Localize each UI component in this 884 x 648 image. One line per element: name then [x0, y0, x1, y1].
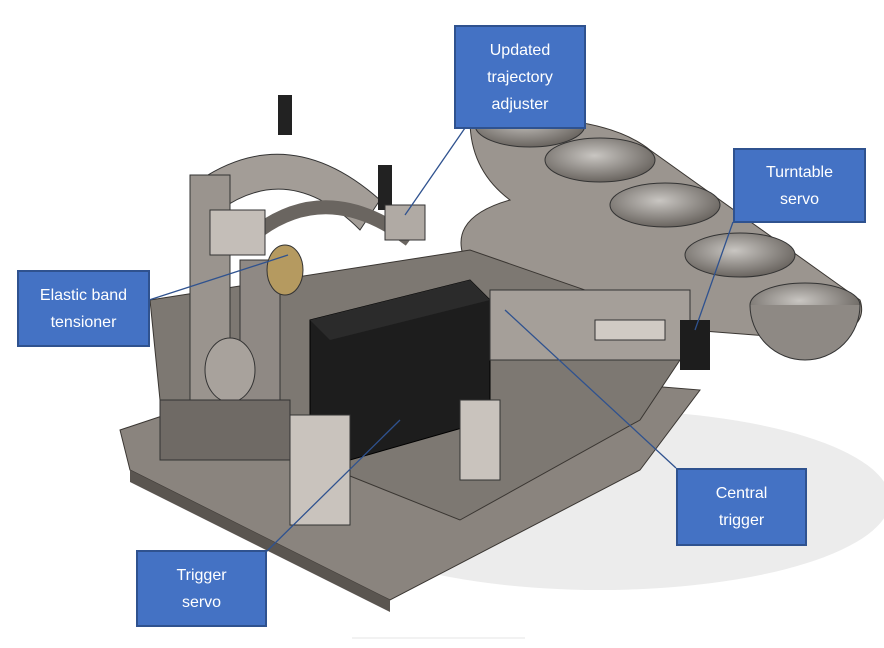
leader-lines [148, 127, 734, 553]
turntable-servo [680, 320, 710, 370]
cylinder [204, 337, 256, 403]
base-block [159, 399, 291, 461]
trigger-linkage [594, 319, 666, 341]
callout-trajectory-adjuster: Updated trajectory adjuster [454, 25, 586, 129]
turntable-cups [474, 102, 861, 361]
tensioner-block [209, 209, 266, 256]
servo-mount [289, 414, 351, 526]
bolt [278, 95, 292, 135]
bolt [378, 165, 392, 210]
callout-central-trigger: Central trigger [676, 468, 807, 546]
callout-elastic-band-tensioner: Elastic band tensioner [17, 270, 150, 347]
callout-turntable-servo: Turntable servo [733, 148, 866, 223]
callout-trigger-servo: Trigger servo [136, 550, 267, 627]
base-plate-edge [130, 470, 390, 612]
elastic-band-spring [266, 244, 304, 296]
servo-mount [459, 399, 501, 481]
trajectory-adjuster-block [384, 204, 426, 241]
servo-top [310, 280, 490, 340]
